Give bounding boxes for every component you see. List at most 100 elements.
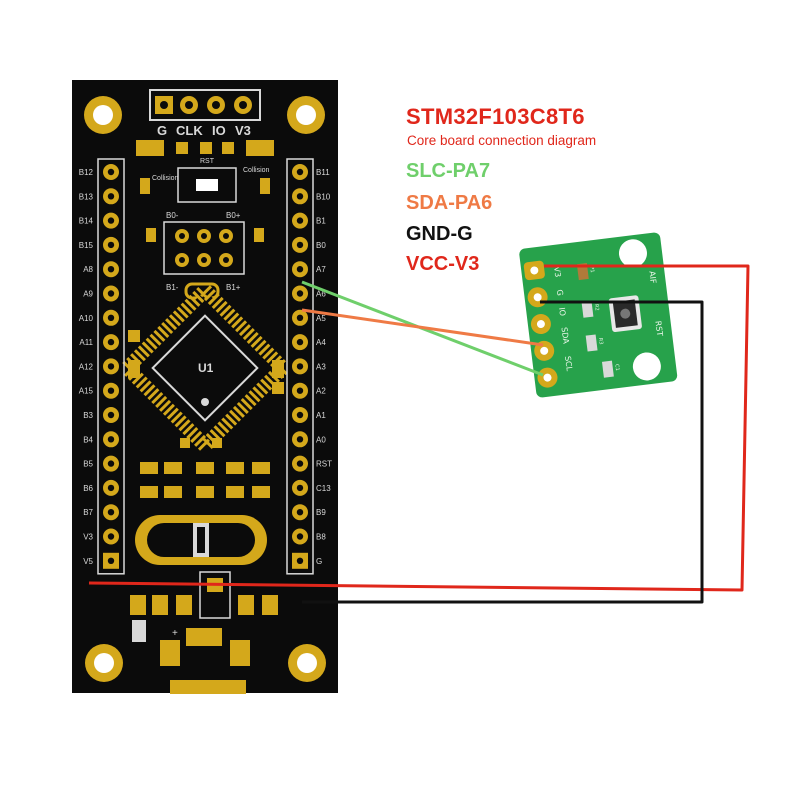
rst-silk-label: RST <box>200 158 215 165</box>
left-pin-hole <box>107 387 115 394</box>
left-pin-label: A9 <box>83 290 93 299</box>
left-pin-label: B5 <box>83 460 93 469</box>
left-pin-hole <box>107 266 115 273</box>
mcu-chip-footprint <box>117 280 293 456</box>
legend-slc-pa7: SLC-PA7 <box>406 160 491 182</box>
chip-title: STM32F103C8T6 <box>406 104 585 129</box>
b0-minus-label: B0- <box>166 211 179 220</box>
left-pin-hole <box>107 217 115 224</box>
sensor-ic <box>608 295 642 333</box>
right-pin-label: A1 <box>316 411 326 420</box>
sensor-silk-r2: R2 <box>593 304 600 311</box>
left-pin-label: B15 <box>79 241 94 250</box>
left-pin-label: V5 <box>83 557 93 566</box>
crystal-oscillator <box>135 515 267 565</box>
left-pin-hole <box>107 193 115 200</box>
sensor-silk-scl: SCL <box>563 355 574 372</box>
left-pin-label: A8 <box>83 265 93 274</box>
right-pin-label: B11 <box>316 168 330 177</box>
left-pin-hole <box>107 290 115 297</box>
right-pin-label: A5 <box>316 314 326 323</box>
right-pin-hole <box>296 217 304 224</box>
left-pin-hole <box>107 338 115 346</box>
left-pin-label: A15 <box>79 387 94 396</box>
sensor-silk-aif: AIF <box>647 271 657 285</box>
wire-gnd-g <box>302 300 704 604</box>
sensor-silk-sda: SDA <box>560 327 571 345</box>
right-pin-hole <box>296 484 304 492</box>
right-pin-label: B9 <box>316 508 326 517</box>
right-pin-header-frame <box>286 158 314 575</box>
right-pin-label: A7 <box>316 265 326 274</box>
right-pin-hole <box>296 241 304 249</box>
left-pin-header-frame <box>97 158 125 575</box>
right-pin-label: RST <box>316 460 332 469</box>
sensor-silk-v3: V3 <box>552 266 562 278</box>
left-pin-hole <box>107 509 115 516</box>
collision-right-label: Collision <box>243 167 270 174</box>
swd-label-v3: V3 <box>235 123 251 138</box>
mounting-hole-bottom-left <box>85 644 123 682</box>
left-pin-header: B12B13B14B15A8A9A10A11A12A15B3B4B5B6B7V3… <box>79 158 125 575</box>
swd-label-io: IO <box>212 123 226 138</box>
b1-plus-label: B1+ <box>226 283 241 292</box>
left-pin-label: B14 <box>79 217 94 226</box>
boot-jumper-block <box>163 221 245 275</box>
right-pin-hole <box>296 266 304 273</box>
usb-plus-label: + <box>172 628 178 639</box>
left-pin-hole <box>107 363 115 370</box>
right-pin-hole <box>296 338 304 346</box>
left-pin-label: A11 <box>79 338 93 347</box>
right-pin-label: B0 <box>316 241 326 250</box>
right-pin-label: C13 <box>316 484 331 493</box>
swd-header <box>149 89 261 121</box>
sensor-silk-io: IO <box>557 307 567 317</box>
left-pin-label: B4 <box>83 435 93 444</box>
legend-vcc-v3: VCC-V3 <box>406 253 480 275</box>
left-pin-hole <box>107 411 115 419</box>
left-pin-hole <box>107 460 115 467</box>
legend-gnd-g: GND-G <box>406 223 473 245</box>
wire-sda-pa6 <box>301 308 544 347</box>
right-pin-hole <box>296 193 304 200</box>
pressure-sensor-module: V3 G IO SDA SCL AIF RST P1 R2 R3 C1 <box>519 232 678 398</box>
led-row <box>136 140 274 156</box>
right-pin-hole <box>296 290 304 297</box>
right-pin-label: A2 <box>316 387 326 396</box>
right-pin-hole <box>296 363 304 370</box>
right-pin-hole <box>296 460 304 467</box>
legend-sda-pa6: SDA-PA6 <box>406 192 493 214</box>
left-pin-label: B6 <box>83 484 93 493</box>
mounting-hole-top-left <box>84 96 122 134</box>
left-pin-label: A10 <box>79 314 94 323</box>
diagram-subtitle: Core board connection diagram <box>407 133 597 148</box>
left-pin-label: B12 <box>79 168 94 177</box>
left-pin-label: B13 <box>79 192 94 201</box>
regulator-area <box>130 571 278 619</box>
right-pin-label: A6 <box>316 290 326 299</box>
mcu-label: U1 <box>198 361 214 375</box>
mounting-hole-bottom-right <box>288 644 326 682</box>
reset-button <box>177 167 237 203</box>
swd-label-clk: CLK <box>176 123 203 138</box>
right-pin-hole <box>296 533 304 540</box>
sensor-hole-bottom <box>632 352 661 381</box>
right-pin-hole <box>296 509 304 516</box>
left-pin-hole <box>107 241 115 249</box>
left-pin-label: B3 <box>83 411 93 420</box>
right-pin-label: B10 <box>316 192 331 201</box>
right-pin-label: G <box>316 557 322 566</box>
left-pin-hole <box>107 557 115 564</box>
right-pin-label: A0 <box>316 435 326 444</box>
passive-components <box>128 330 284 498</box>
collision-left-label: Collision <box>152 175 179 182</box>
b0-plus-label: B0+ <box>226 211 241 220</box>
sensor-silk-c1: C1 <box>613 364 620 371</box>
right-pin-hole <box>296 436 304 443</box>
right-pin-hole <box>296 314 304 321</box>
left-pin-label: V3 <box>83 533 93 542</box>
sensor-hole-top <box>618 239 647 268</box>
right-pin-hole <box>296 168 304 176</box>
